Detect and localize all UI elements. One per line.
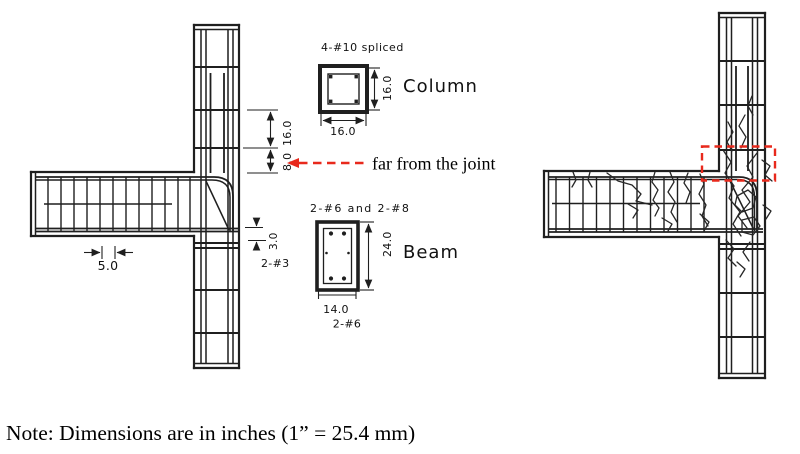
- far-from-joint-label: far from the joint: [372, 154, 495, 174]
- beam-reinforcement-bottom-label: 2-#6: [333, 318, 361, 331]
- right-column-ties: [719, 60, 765, 338]
- stirrup-spacing-label: 5.0: [98, 258, 119, 273]
- column-width-label: 16.0: [330, 125, 356, 138]
- crack-pattern: [571, 95, 773, 278]
- beam-width-label: 14.0: [323, 303, 349, 316]
- beam-height-dimension: 24.0: [360, 221, 394, 291]
- beam-side-bar-dimension: 3.0 2-#3: [245, 217, 289, 270]
- beam-section-bars: [325, 231, 350, 281]
- right-beam-stirrups: [555, 177, 705, 232]
- left-beam-stirrups: [47, 177, 191, 232]
- beam-reinforcement-top-label: 2-#6 and 2-#8: [310, 202, 410, 215]
- right-beam-outline: [542, 169, 721, 239]
- far-from-joint-annotation: far from the joint: [287, 154, 495, 174]
- left-column-ties: [194, 66, 239, 334]
- tie-spacing-upper-label: 16.0: [281, 120, 294, 146]
- beam-height-label: 24.0: [381, 231, 394, 257]
- left-beam-stirrup-spacing-dimension: 5.0: [84, 246, 133, 273]
- beam-section-outline: [315, 220, 360, 292]
- joint-highlight-box: [700, 145, 777, 182]
- red-arrowhead-icon: [287, 158, 299, 168]
- dimension-note: Note: Dimensions are in inches (1” = 25.…: [6, 421, 416, 445]
- right-specimen-drawing: [542, 11, 777, 380]
- beam-section-tie: [322, 227, 353, 285]
- left-column-bars: [200, 30, 234, 363]
- column-cross-section: 4-#10 spliced 16.0 16.0 Column: [318, 41, 478, 138]
- column-height-label: 16.0: [381, 75, 394, 101]
- column-height-dimension: 16.0: [368, 67, 394, 111]
- column-section-tie: [327, 73, 360, 105]
- beam-width-dimension: 14.0 2-#6: [317, 290, 361, 331]
- beam-side-bar-label: 2-#3: [261, 257, 289, 270]
- left-column-tie-spacing-dimension: 16.0 8.0: [243, 109, 294, 174]
- column-width-dimension: 16.0: [320, 113, 367, 138]
- column-reinforcement-label: 4-#10 spliced: [321, 41, 404, 54]
- column-corner-bars: [329, 75, 358, 103]
- left-specimen-drawing: 16.0 8.0 5.0: [29, 23, 294, 370]
- beam-section-title: Beam: [403, 242, 459, 263]
- tie-spacing-lower-label: 8.0: [281, 153, 294, 171]
- right-column-outline: [717, 11, 767, 380]
- right-column-bars: [725, 18, 759, 373]
- beam-side-bar-offset-label: 3.0: [268, 232, 280, 250]
- column-section-title: Column: [403, 76, 478, 97]
- left-beam-outline: [29, 170, 196, 238]
- column-section-outline: [318, 64, 369, 114]
- beam-cross-section: 2-#6 and 2-#8 24.0 14.0 2-#6: [245, 202, 459, 331]
- left-beam-bars: [36, 176, 238, 233]
